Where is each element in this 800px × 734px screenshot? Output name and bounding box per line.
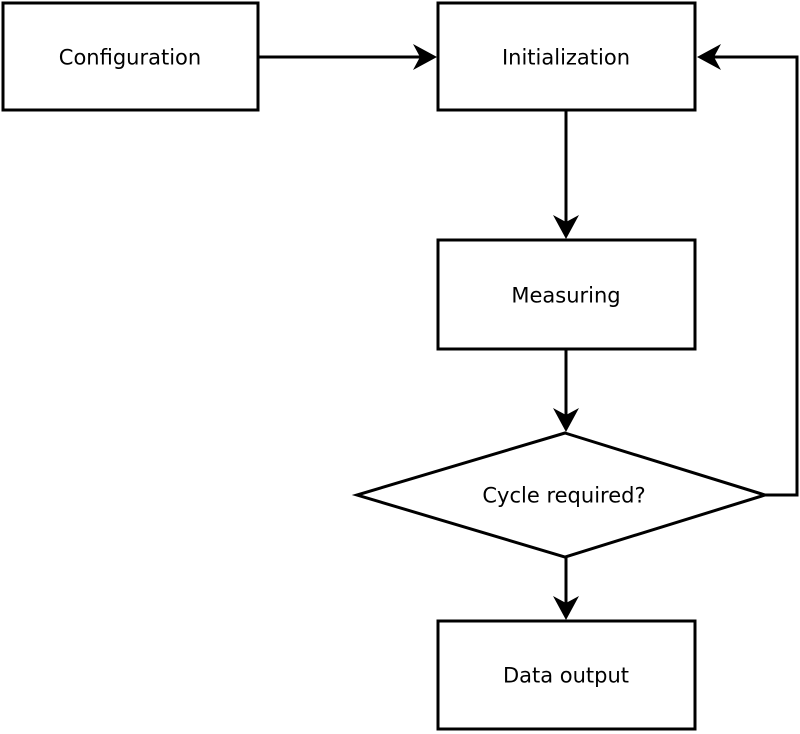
- measuring-box: [436, 238, 697, 351]
- cycle-required-label: Cycle required?: [482, 483, 645, 507]
- configuration-box: [1, 1, 260, 112]
- edge-cycle-required-to-initialization-loop: [713, 55, 799, 497]
- node-data-output: Data output: [436, 619, 697, 731]
- node-initialization: Initialization: [436, 1, 697, 112]
- node-cycle-required: Cycle required?: [351, 431, 771, 559]
- cycle-required-diamond: [351, 431, 771, 559]
- node-configuration: Configuration: [1, 1, 260, 112]
- node-measuring: Measuring: [436, 238, 697, 351]
- initialization-label: Initialization: [502, 45, 630, 69]
- arrowhead-measuring-to-cycle-required: [553, 408, 579, 432]
- initialization-box: [436, 1, 697, 112]
- data-output-label: Data output: [503, 663, 629, 687]
- configuration-label: Configuration: [59, 45, 201, 69]
- arrowhead-configuration-to-initialization: [413, 44, 437, 70]
- edges: [258, 44, 799, 620]
- measuring-label: Measuring: [511, 283, 620, 307]
- data-output-box: [436, 619, 697, 731]
- arrowhead-cycle-required-to-initialization: [697, 44, 721, 70]
- arrowhead-cycle-required-to-data-output: [553, 596, 579, 620]
- arrowhead-initialization-to-measuring: [553, 215, 579, 239]
